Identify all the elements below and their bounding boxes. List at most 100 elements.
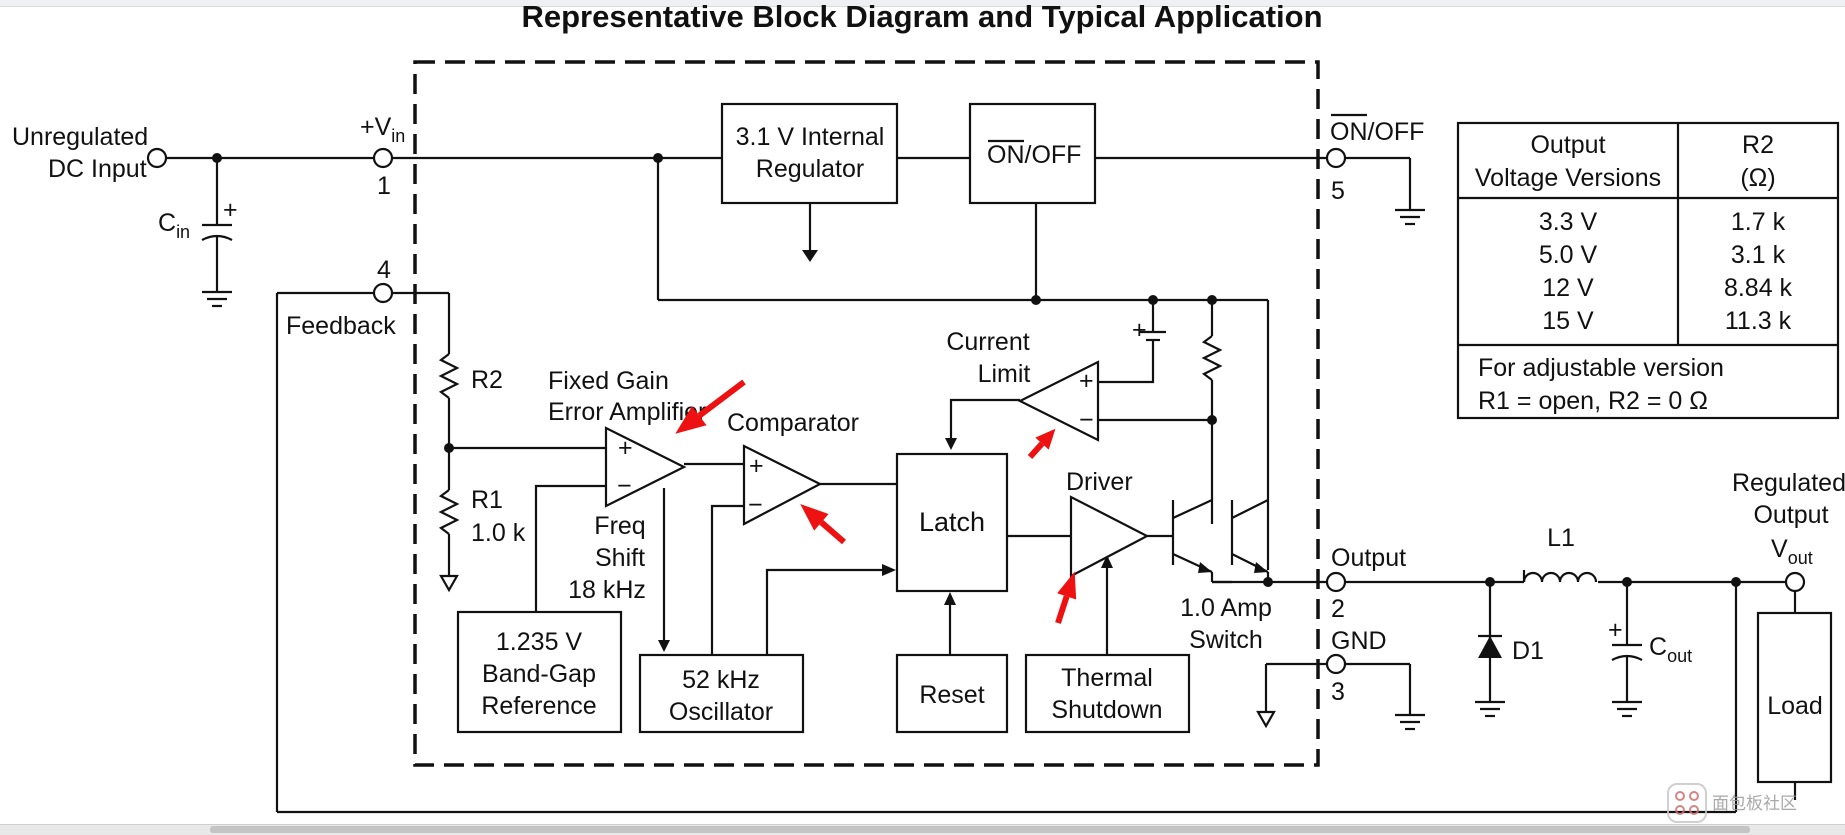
onoff-block (968, 102, 1097, 205)
cl-source-plus-label: + (1132, 316, 1147, 344)
unregulated-input-terminal (146, 147, 168, 169)
latch-label: Latch (919, 507, 985, 537)
reset-block (895, 653, 1009, 734)
pin-5-label: 5 (1331, 177, 1345, 205)
freq-shift-label-line3: 18 kHz (568, 576, 646, 604)
arrow-down-icon (658, 640, 670, 652)
table-cell-r2: 11.3 k (1725, 307, 1792, 335)
emitter-arrow-icon (1198, 562, 1212, 573)
terminal-pins (146, 147, 1806, 675)
regulator-label-line2: Regulator (756, 155, 864, 183)
current-limit-amp-symbol (1017, 360, 1100, 442)
fixed-gain-label-line2: Error Amplifier (548, 398, 706, 426)
reset-label: Reset (919, 681, 984, 709)
table-cell-r2: 8.84 k (1724, 274, 1793, 302)
pin-5-terminal (1325, 147, 1347, 169)
table-cell-voltage: 3.3 V (1539, 208, 1598, 236)
red-arrow-icon (675, 379, 746, 434)
cout-plus-label: + (1608, 616, 1623, 644)
table-note-line1: For adjustable version (1478, 354, 1724, 382)
red-arrow-icon (1027, 428, 1056, 460)
load-block (1756, 611, 1833, 784)
window-top-strip (0, 0, 1845, 7)
regulator-label-line1: 3.1 V Internal (736, 123, 885, 151)
output-label: Output (1331, 544, 1406, 572)
watermark: 面包板社区 (1667, 783, 1797, 823)
regulated-output-label-line2: Output (1753, 501, 1828, 529)
oscillator-block (638, 653, 805, 734)
horizontal-scrollbar-thumb[interactable] (210, 826, 1750, 833)
cl-minus-label: − (1079, 406, 1094, 434)
ground-icon (202, 290, 232, 308)
error-amplifier-symbol (604, 426, 687, 508)
table-cell-r2: 1.7 k (1731, 208, 1786, 236)
current-limit-label-line1: Current (946, 328, 1029, 356)
regulated-output-label-line1: Regulated (1732, 469, 1845, 497)
driver-label: Driver (1066, 468, 1133, 496)
bandgap-reference-block (456, 610, 623, 734)
arrow-down-icon (945, 438, 957, 450)
thermal-label-line1: Thermal (1061, 664, 1153, 692)
red-arrow-icon (1055, 571, 1077, 624)
comparator-label: Comparator (727, 409, 859, 437)
emitter-arrow-icon (1254, 562, 1268, 573)
labels: Unregulated DC Input Cin + +Vin 1 4 Feed… (12, 113, 1845, 726)
vin-label: +Vin (360, 113, 405, 146)
arrow-right-icon (882, 564, 896, 576)
ground-icon (1475, 700, 1505, 718)
unregulated-input-label-line1: Unregulated (12, 123, 148, 151)
unregulated-input-label-line2: DC Input (48, 155, 147, 183)
diagram-title: Representative Block Diagram and Typical… (521, 0, 1322, 34)
table-cell-r2: 3.1 k (1731, 241, 1786, 269)
l1-label: L1 (1547, 524, 1575, 552)
ground-symbols (202, 208, 1642, 731)
latch-block (895, 452, 1009, 593)
comp-plus-label: + (749, 452, 764, 480)
pin-1-terminal (372, 147, 394, 169)
arrow-up-icon (1101, 555, 1113, 568)
comparator-symbol (742, 444, 823, 526)
junction-dots (212, 153, 1741, 587)
r1-value-label: 1.0 k (471, 519, 526, 547)
thermal-shutdown-block (1024, 653, 1191, 734)
freq-shift-label-line2: Shift (595, 544, 645, 572)
watermark-logo-icon (1667, 783, 1707, 823)
red-arrow-icon (800, 503, 846, 545)
table-header-col2-line2: (Ω) (1740, 164, 1775, 192)
ea-minus-label: − (617, 472, 632, 500)
watermark-text: 面包板社区 (1712, 794, 1797, 814)
wiring (166, 156, 1797, 814)
ground-arrow-icon (439, 574, 459, 593)
load-label: Load (1767, 692, 1823, 720)
freq-shift-label-line1: Freq (594, 512, 645, 540)
table-note-line2: R1 = open, R2 = 0 Ω (1478, 387, 1708, 415)
pin-3-label: 3 (1331, 678, 1345, 706)
pin-4-label: 4 (377, 256, 391, 284)
table-header-col1-line1: Output (1530, 131, 1605, 159)
d1-label: D1 (1512, 637, 1544, 665)
vout-label: Vout (1771, 535, 1813, 568)
pin-4-terminal (372, 282, 394, 304)
capacitor-cout-symbol (1611, 643, 1643, 661)
fixed-gain-label-line1: Fixed Gain (548, 367, 669, 395)
arrow-down-icon (802, 250, 818, 262)
ground-icon (1395, 208, 1425, 226)
onoff-pin-label: ON/OFF (1330, 118, 1424, 146)
r2-label: R2 (471, 366, 503, 394)
table-cell-voltage: 12 V (1542, 274, 1594, 302)
r1-label: R1 (471, 486, 503, 514)
pin-2-label: 2 (1331, 595, 1345, 623)
table-header-col2-line1: R2 (1742, 131, 1774, 159)
thermal-label-line2: Shutdown (1051, 696, 1162, 724)
oscillator-label-line2: Oscillator (669, 698, 773, 726)
amp-switch-label-line1: 1.0 Amp (1180, 594, 1272, 622)
ea-plus-label: + (618, 434, 633, 462)
annotation-arrows (675, 379, 1077, 624)
bandgap-label-line1: 1.235 V (496, 628, 583, 656)
capacitor-cin-symbol (201, 223, 233, 241)
internal-regulator-block (720, 102, 899, 205)
ground-icon (1395, 713, 1425, 731)
ground-arrow-icon (1256, 710, 1276, 729)
cl-plus-label: + (1079, 367, 1094, 395)
